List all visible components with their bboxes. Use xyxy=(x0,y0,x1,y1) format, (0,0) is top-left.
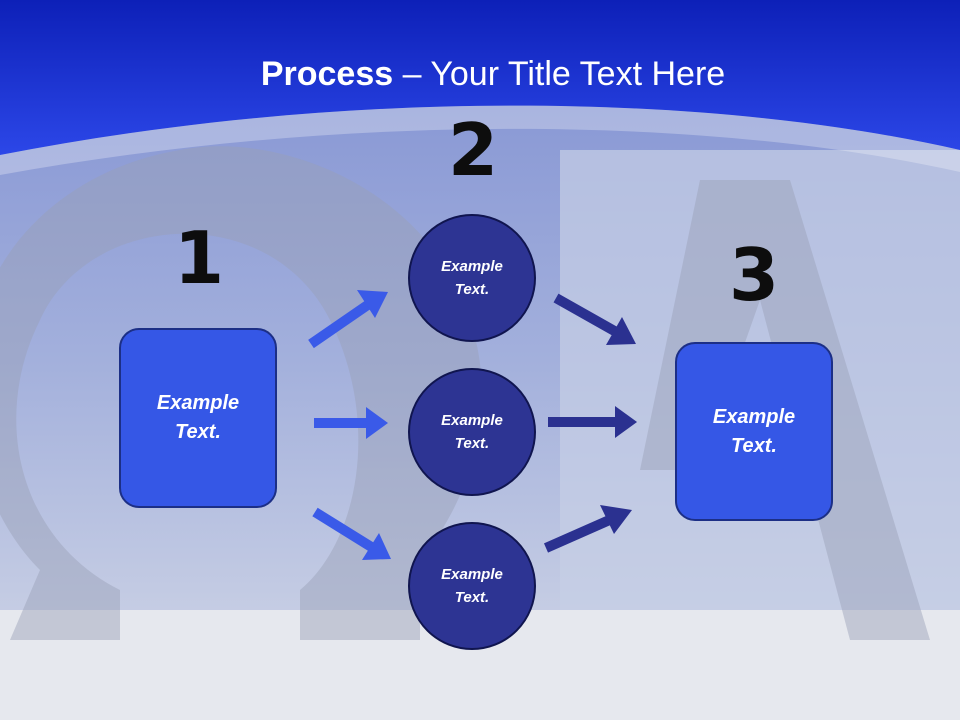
lambda-silhouette xyxy=(640,180,930,640)
circle-middle-text: Example Text. xyxy=(441,412,503,452)
right-box-text: Example Text. xyxy=(712,405,796,457)
circle-top-text: Example Text. xyxy=(441,258,503,298)
circle-bottom[interactable]: Example Text. xyxy=(408,522,536,650)
step-number-1: 1 xyxy=(173,216,225,300)
step-number-3: 3 xyxy=(728,233,780,317)
circle-top[interactable]: Example Text. xyxy=(408,214,536,342)
arrow-left-up xyxy=(308,290,388,349)
arrow-right-down xyxy=(553,293,636,345)
slide-title: Process – Your Title Text Here xyxy=(0,52,960,96)
circle-bottom-text: Example Text. xyxy=(441,566,503,606)
title-rest: – Your Title Text Here xyxy=(393,55,726,93)
omega-silhouette xyxy=(0,146,482,640)
arrow-left-down xyxy=(312,507,391,560)
arrow-left-middle xyxy=(314,407,388,439)
circle-middle[interactable]: Example Text. xyxy=(408,368,536,496)
left-box-text: Example Text. xyxy=(156,392,240,443)
arrow-right-up xyxy=(543,505,632,553)
right-box[interactable]: Example Text. xyxy=(675,342,833,521)
title-bold: Process xyxy=(260,55,394,93)
left-box[interactable]: Example Text. xyxy=(119,328,277,508)
step-number-2: 2 xyxy=(447,108,499,192)
arrow-right-middle xyxy=(548,406,637,438)
